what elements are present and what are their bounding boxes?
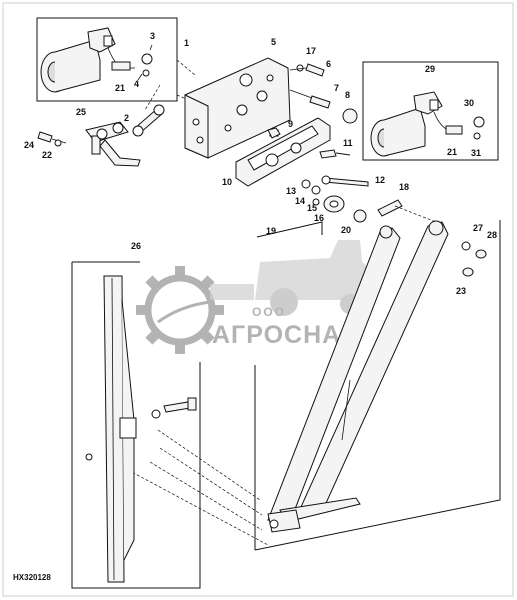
inset-box-motor-alt: [362, 61, 499, 161]
callout-13: 13: [286, 186, 296, 196]
callout-labels: 1 2 3 4 5 6 7 8 9 10 11 12 13 14 15 16 1…: [24, 31, 497, 296]
callout-14: 14: [295, 196, 305, 206]
callout-17: 17: [306, 46, 316, 56]
figure-code: HX320128: [13, 573, 51, 582]
part-bracket-25: [85, 121, 141, 167]
callout-1: 1: [184, 38, 189, 48]
callout-22: 22: [42, 150, 52, 160]
nut-9: [267, 127, 281, 139]
part-plate-5: [184, 57, 291, 159]
callout-21b: 21: [447, 147, 457, 157]
shaft-12: [321, 175, 369, 187]
callout-15: 15: [307, 203, 317, 213]
callout-3: 3: [150, 31, 155, 41]
part-housing-10: [235, 117, 331, 187]
callout-9: 9: [288, 119, 293, 129]
callout-26: 26: [131, 241, 141, 251]
callout-21a: 21: [115, 83, 125, 93]
wiper-blade-26: [71, 261, 201, 589]
callout-29: 29: [425, 64, 435, 74]
leader-shaft: [394, 205, 437, 223]
callout-19: 19: [266, 226, 276, 236]
part-linkage-2: [132, 104, 165, 137]
bolt-24: [37, 131, 67, 147]
watermark-prefix: ООО: [252, 305, 286, 319]
callout-4: 4: [134, 79, 139, 89]
harvester-silhouette: [210, 240, 372, 316]
callout-30: 30: [464, 98, 474, 108]
callout-31: 31: [471, 148, 481, 158]
callout-12: 12: [375, 175, 385, 185]
leader-blade: [127, 429, 269, 546]
callout-25: 25: [76, 107, 86, 117]
callout-6: 6: [326, 59, 331, 69]
gear-logo: [136, 266, 224, 354]
fasteners-top: [289, 63, 358, 124]
watermark-brand: АГРОСНАБ: [212, 321, 360, 349]
callout-11: 11: [343, 138, 353, 148]
callout-2: 2: [124, 113, 129, 123]
callout-5: 5: [271, 37, 276, 47]
callout-27: 27: [473, 223, 483, 233]
callout-16: 16: [314, 213, 324, 223]
callout-10: 10: [222, 177, 232, 187]
callout-28: 28: [487, 230, 497, 240]
callout-8: 8: [345, 90, 350, 100]
inset-box-motor: [36, 17, 178, 102]
small-parts-gear: [301, 179, 403, 223]
callout-24: 24: [24, 140, 34, 150]
callout-23: 23: [456, 286, 466, 296]
bolt-11: [319, 149, 351, 159]
callout-18: 18: [399, 182, 409, 192]
callout-20: 20: [341, 225, 351, 235]
wiper-arm-19: [254, 220, 501, 551]
watermark: ООО АГРОСНАБ: [136, 240, 372, 354]
callout-7: 7: [334, 83, 339, 93]
